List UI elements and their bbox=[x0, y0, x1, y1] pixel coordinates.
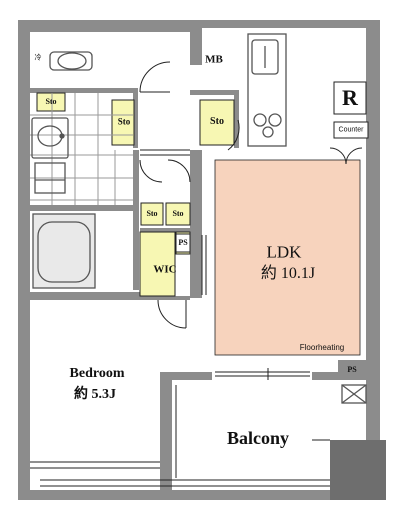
corridor-lines bbox=[140, 149, 190, 156]
wd-mark-label: 冷 bbox=[34, 53, 42, 62]
wic-label: WIC bbox=[153, 263, 177, 276]
kitchen-fixture bbox=[247, 33, 287, 147]
ldk-size-label: 約 10.1J bbox=[260, 265, 316, 282]
aircon-fixture bbox=[341, 384, 367, 404]
door-swings bbox=[139, 61, 363, 329]
wash-basin-fixture bbox=[31, 117, 69, 159]
sto-entry-label: Sto bbox=[117, 116, 131, 127]
washing-machine-fixture bbox=[34, 162, 66, 194]
bedroom-name-label: Bedroom bbox=[69, 366, 125, 381]
window-lines bbox=[30, 385, 330, 487]
r-badge-label: R bbox=[342, 85, 358, 110]
floor-heating-label: Floorheating bbox=[299, 343, 345, 352]
ps-wic-label: PS bbox=[178, 238, 188, 247]
counter-box bbox=[333, 121, 369, 139]
ps-wic-box bbox=[175, 233, 191, 253]
mb-label: MB bbox=[205, 53, 223, 66]
sto-kitchen-label: Sto bbox=[210, 116, 224, 127]
sto-toilet-label: Sto bbox=[45, 97, 57, 106]
balcony-label: Balcony bbox=[226, 428, 290, 448]
interior-walls bbox=[30, 88, 366, 490]
toilet-fixture bbox=[49, 51, 93, 71]
ldk-floor-heating-area bbox=[214, 159, 361, 356]
r-badge-box bbox=[333, 81, 367, 115]
bedroom-size-label: 約 5.3J bbox=[74, 387, 116, 402]
counter-label: Counter bbox=[338, 126, 364, 134]
sliding-doors bbox=[201, 235, 310, 380]
sto-small-left-label: Sto bbox=[146, 209, 158, 218]
outer-walls bbox=[18, 20, 386, 500]
tile-grid bbox=[30, 93, 133, 205]
sto-small-right-label: Sto bbox=[172, 209, 184, 218]
ldk-name-label: LDK bbox=[266, 242, 302, 262]
ps-ldk-label: PS bbox=[347, 365, 357, 374]
bathtub-fixture bbox=[32, 213, 96, 289]
